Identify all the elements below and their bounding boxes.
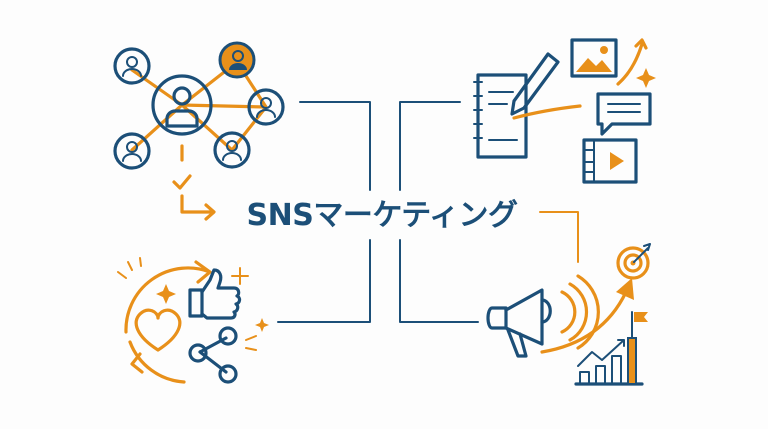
engagement-icons <box>117 257 269 384</box>
user-node <box>247 88 285 126</box>
growth-arrow-icon <box>540 278 634 354</box>
connector-lines <box>277 101 579 323</box>
user-node <box>213 131 251 169</box>
flag-icon <box>631 311 648 339</box>
notebook-pen-icon <box>473 52 582 159</box>
chat-bubble-icon <box>596 92 652 136</box>
megaphone-icon <box>486 274 600 358</box>
video-icon <box>582 138 638 184</box>
user-node-main <box>151 74 213 136</box>
diagram-title: SNSマーケティング <box>246 198 518 233</box>
user-node <box>113 47 151 85</box>
target-icon <box>616 243 651 280</box>
check-arrow-icon <box>172 144 216 221</box>
user-network-icon <box>113 41 285 221</box>
thumbs-up-icon <box>188 268 242 320</box>
share-icon <box>188 326 238 384</box>
heart-icon <box>134 308 182 352</box>
image-icon <box>570 38 656 88</box>
user-node <box>113 132 151 170</box>
user-node-highlighted <box>218 41 256 79</box>
growth-chart-icon <box>574 311 648 386</box>
